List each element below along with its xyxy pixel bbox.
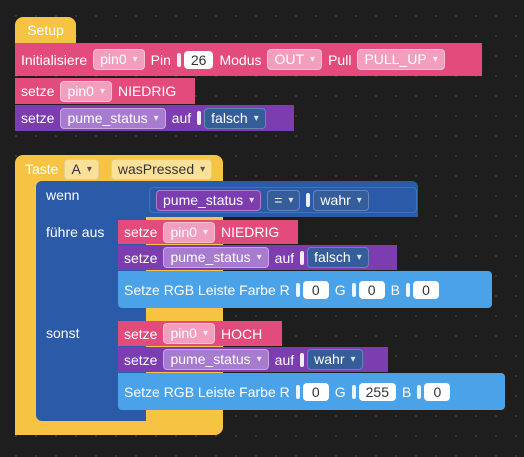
variable-dropdown[interactable]: pume_status (60, 107, 166, 129)
pin-dropdown[interactable]: pin0 (60, 80, 112, 102)
r-socket: 0 (296, 382, 329, 401)
boolean-dropdown[interactable]: wahr (313, 189, 369, 211)
value-socket: falsch (197, 107, 266, 129)
pin-dropdown[interactable]: pin0 (163, 323, 215, 344)
pin-dropdown[interactable]: pin0 (93, 49, 145, 70)
value-socket: wahr (306, 189, 369, 211)
b-socket: 0 (417, 382, 451, 401)
operator-dropdown[interactable]: = (267, 189, 301, 211)
g-label: G (334, 281, 346, 298)
pin-state-label: NIEDRIG (220, 224, 280, 240)
set-label: setze (21, 83, 55, 99)
boolean-dropdown[interactable]: wahr (307, 349, 363, 370)
pin-state-label: HOCH (220, 325, 263, 342)
g-socket: 255 (352, 382, 396, 401)
pull-label: Pull (328, 51, 352, 68)
b-input[interactable]: 0 (424, 382, 451, 401)
to-label: auf (274, 351, 295, 368)
b-label: B (390, 281, 400, 298)
set-pin-block-else[interactable]: setze pin0 HOCH (118, 321, 282, 346)
g-input[interactable]: 255 (358, 382, 396, 401)
b-socket: 0 (406, 280, 439, 299)
b-input[interactable]: 0 (412, 280, 439, 299)
condition-compare-block[interactable]: pume_status = wahr (149, 187, 417, 213)
set-rgb-block-then[interactable]: Setze RGB Leiste Farbe R 0 G 0 B 0 (118, 271, 492, 308)
set-variable-block-setup[interactable]: setze pume_status auf falsch (15, 105, 294, 131)
set-label: setze (124, 249, 158, 266)
r-input[interactable]: 0 (302, 382, 329, 401)
value-socket: wahr (300, 349, 363, 370)
event-dropdown[interactable]: wasPressed (110, 158, 213, 180)
boolean-dropdown[interactable]: falsch (307, 247, 369, 268)
pull-dropdown[interactable]: PULL_UP (357, 49, 445, 70)
set-label: setze (124, 351, 158, 368)
r-socket: 0 (296, 280, 329, 299)
rgb-label: Setze RGB Leiste Farbe R (124, 281, 290, 298)
value-socket: falsch (300, 247, 369, 268)
set-rgb-block-else[interactable]: Setze RGB Leiste Farbe R 0 G 255 B 0 (118, 373, 505, 410)
rgb-label: Setze RGB Leiste Farbe R (124, 383, 290, 400)
mode-dropdown[interactable]: OUT (267, 49, 323, 70)
else-header-strip (36, 309, 119, 324)
set-label: setze (124, 325, 158, 342)
event-header: Taste A wasPressed (15, 157, 218, 181)
set-label: setze (21, 110, 55, 126)
set-pin-block-setup[interactable]: setze pin0 NIEDRIG (15, 78, 195, 104)
if-label: wenn (46, 187, 80, 203)
g-input[interactable]: 0 (358, 280, 385, 299)
to-label: auf (274, 249, 295, 266)
variable-dropdown[interactable]: pume_status (156, 189, 262, 211)
setup-hat-block[interactable]: Setup (15, 17, 76, 43)
initialize-pin-block[interactable]: Initialisiere pin0 Pin 26 Modus OUT Pull… (15, 43, 482, 76)
pin-dropdown[interactable]: pin0 (163, 221, 215, 243)
variable-dropdown[interactable]: pume_status (163, 349, 269, 370)
else-label: sonst (46, 325, 80, 341)
mode-label: Modus (219, 51, 262, 68)
pin-state-label: NIEDRIG (117, 83, 177, 99)
then-label: führe aus (46, 224, 105, 240)
pin-number-socket: 26 (177, 50, 214, 69)
setup-label: Setup (27, 22, 64, 38)
variable-dropdown[interactable]: pume_status (163, 247, 269, 268)
set-variable-block-else[interactable]: setze pume_status auf wahr (118, 347, 388, 372)
button-dropdown[interactable]: A (64, 158, 99, 180)
b-label: B (402, 383, 412, 400)
set-pin-block-then[interactable]: setze pin0 NIEDRIG (118, 220, 298, 244)
boolean-dropdown[interactable]: falsch (204, 107, 266, 129)
pin-label: Pin (150, 51, 171, 68)
g-label: G (334, 383, 346, 400)
g-socket: 0 (352, 280, 385, 299)
to-label: auf (171, 110, 192, 126)
r-input[interactable]: 0 (302, 280, 329, 299)
set-variable-block-then[interactable]: setze pume_status auf falsch (118, 245, 397, 270)
initialize-label: Initialisiere (21, 51, 88, 68)
button-label: Taste (25, 161, 59, 177)
set-label: setze (124, 224, 158, 240)
pin-number-input[interactable]: 26 (183, 50, 214, 69)
